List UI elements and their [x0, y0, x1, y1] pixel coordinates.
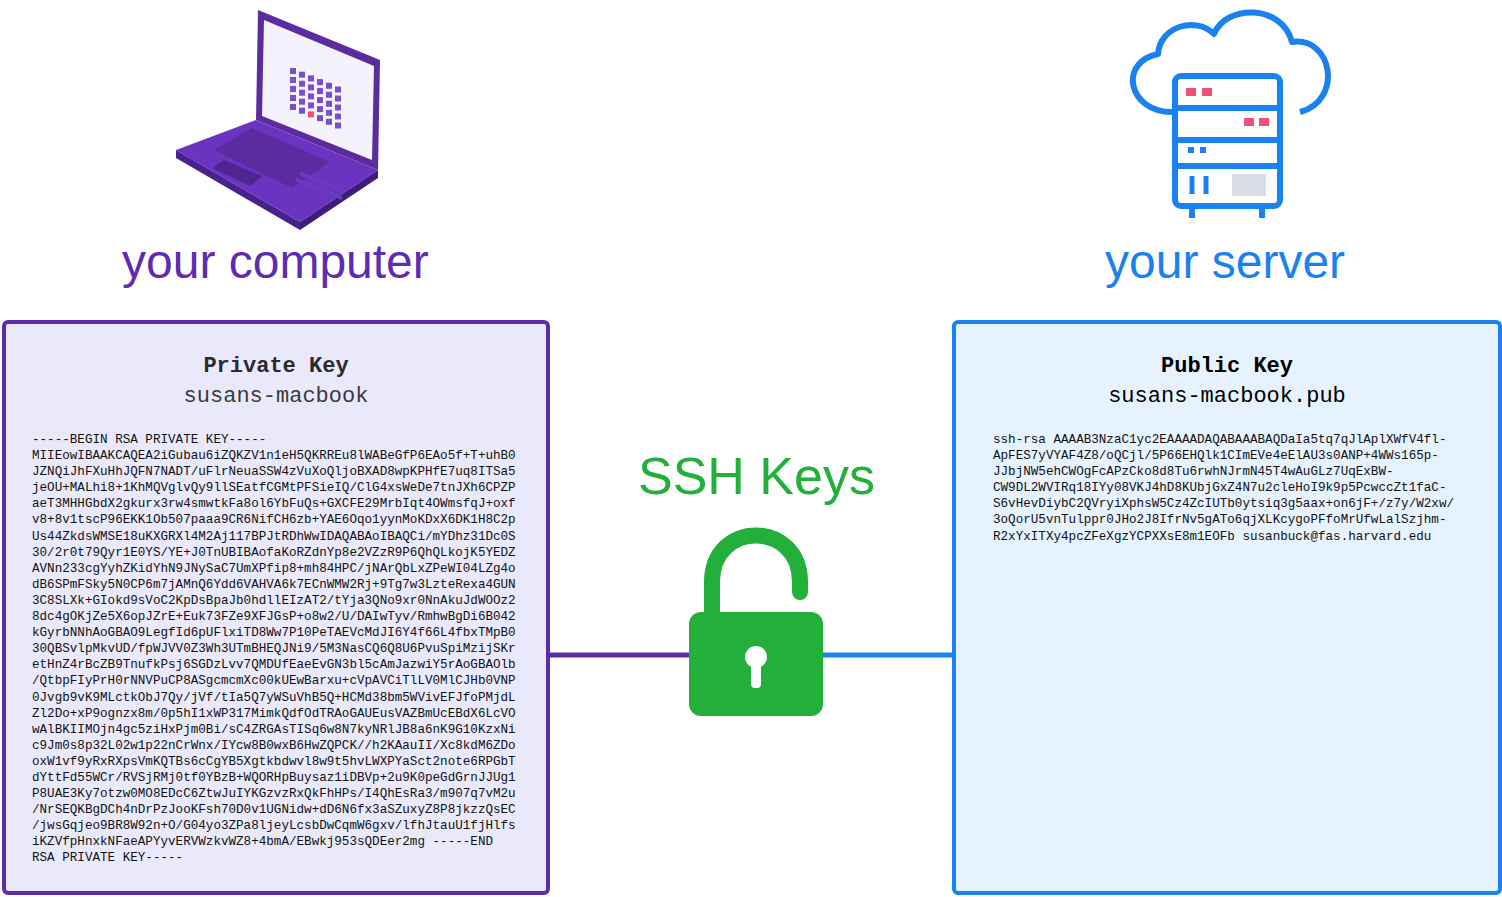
- key-heading: Private Key: [6, 352, 546, 382]
- key-heading: Public Key: [956, 352, 1498, 382]
- key-box: Private Keysusans-macbook -----BEGIN RSA …: [2, 320, 550, 895]
- lock-icon: [689, 536, 823, 717]
- server-illustration: [1133, 12, 1328, 218]
- key-text: ssh-rsa AAAAB3NzaC1yc2EAAAADAQABAAABAQDa…: [993, 432, 1462, 545]
- laptop-illustration: [176, 10, 380, 230]
- key-filename: susans-macbook.pub: [956, 382, 1498, 412]
- key-text: -----BEGIN RSA PRIVATE KEY----- MIIEowIB…: [32, 432, 516, 867]
- server-label: your server: [1105, 236, 1345, 289]
- diagram-title: SSH Keys: [638, 448, 875, 505]
- computer-label: your computer: [122, 236, 429, 289]
- key-box: Public Keysusans-macbook.pub ssh-rsa AAAA…: [952, 320, 1502, 895]
- server-lights: [1186, 88, 1269, 196]
- key-filename: susans-macbook: [6, 382, 546, 412]
